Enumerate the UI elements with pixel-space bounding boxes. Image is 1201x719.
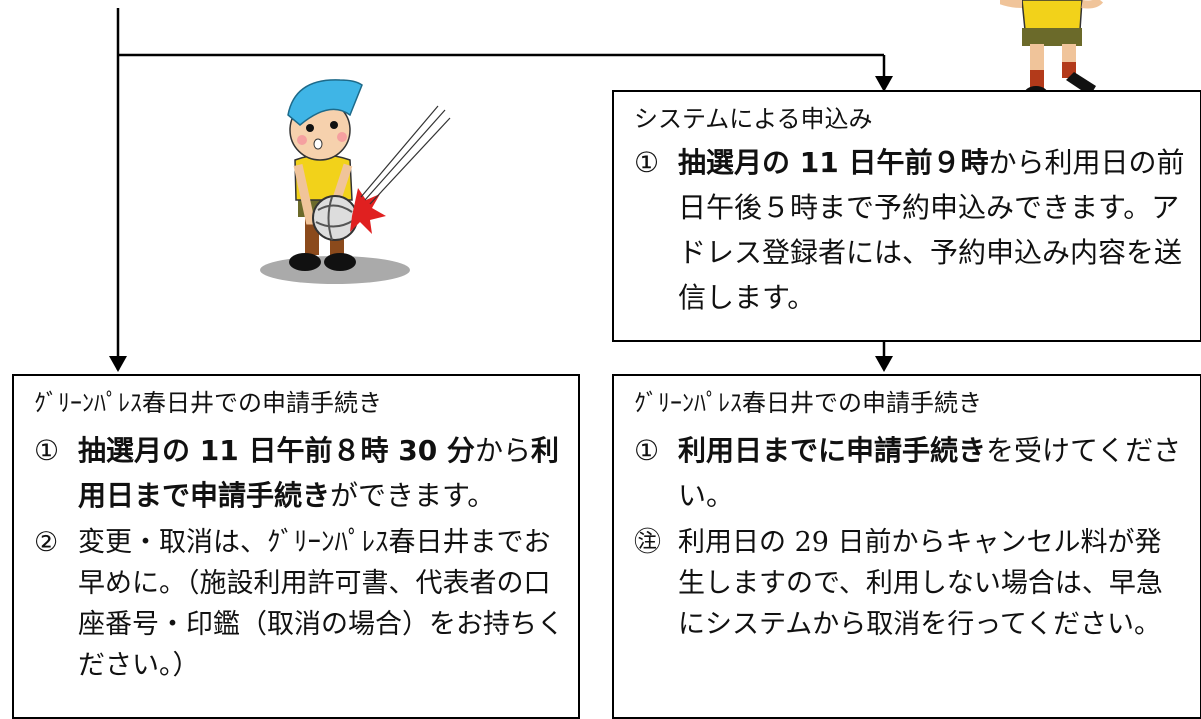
item-number: ① xyxy=(634,146,660,179)
online-item-1-text: から利用日の前日午後５時まで予約申込みできます。アドレス登録者には、予約申込み内… xyxy=(678,146,1185,314)
left-item-2-text: 変更・取消は、ｸﾞﾘｰﾝﾊﾟﾚｽ春日井までお早めに。（施設利用許可書、代表者の口… xyxy=(78,527,564,681)
online-box-title: システムによる申込み xyxy=(634,105,873,133)
left-box-title: ｸﾞﾘｰﾝﾊﾟﾚｽ春日井での申請手続き xyxy=(34,389,382,417)
left-item-1-bold-b: 利用日まで申請手続き xyxy=(78,434,559,512)
left-item-1-bold-a: 抽選月の 11 日午前８時 30 分 xyxy=(78,434,475,467)
left-item-1-text-b: ができます。 xyxy=(330,479,496,512)
item-number: ② xyxy=(34,527,59,558)
volleyball-player-receiving-icon xyxy=(260,79,451,284)
arrow-to-left-box xyxy=(109,356,127,372)
right-note-text: 利用日の 29 日前からキャンセル料が発生しますので、利用しない場合は、早急にシ… xyxy=(678,527,1163,640)
item-number: ① xyxy=(34,434,60,467)
online-item-1-bold: 抽選月の 11 日午前９時 xyxy=(678,146,989,179)
left-item-1: ① 抽選月の 11 日午前８時 30 分から利用日まで申請手続きができます。 xyxy=(34,428,564,518)
right-item-1-text: を受けてください。 xyxy=(678,434,1182,512)
note-mark: ㊟ xyxy=(634,527,661,558)
arrow-to-right-box xyxy=(875,356,893,372)
right-note: ㊟ 利用日の 29 日前からキャンセル料が発生しますので、利用しない場合は、早急… xyxy=(634,522,1188,645)
in-person-application-box-right: ｸﾞﾘｰﾝﾊﾟﾚｽ春日井での申請手続き ① 利用日までに申請手続きを受けてくださ… xyxy=(612,374,1201,719)
right-box-title: ｸﾞﾘｰﾝﾊﾟﾚｽ春日井での申請手続き xyxy=(634,389,982,417)
left-item-2: ② 変更・取消は、ｸﾞﾘｰﾝﾊﾟﾚｽ春日井までお早めに。（施設利用許可書、代表者… xyxy=(34,522,564,686)
right-item-1-bold: 利用日までに申請手続き xyxy=(678,434,987,467)
in-person-application-box-left: ｸﾞﾘｰﾝﾊﾟﾚｽ春日井での申請手続き ① 抽選月の 11 日午前８時 30 分… xyxy=(12,374,580,719)
item-number: ① xyxy=(634,434,660,467)
arrow-to-online-box xyxy=(875,76,893,92)
right-item-1: ① 利用日までに申請手続きを受けてください。 xyxy=(634,428,1188,518)
left-item-1-text-a: から xyxy=(474,434,531,467)
online-application-box: システムによる申込み ① 抽選月の 11 日午前９時から利用日の前日午後５時まで… xyxy=(612,90,1201,342)
online-item-1: ① 抽選月の 11 日午前９時から利用日の前日午後５時まで予約申込みできます。ア… xyxy=(634,140,1190,320)
